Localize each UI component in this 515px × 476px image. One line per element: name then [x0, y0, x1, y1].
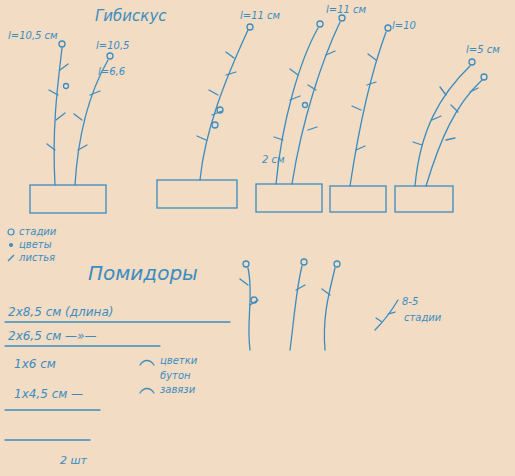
- pot: [30, 185, 106, 213]
- length-label: l=10,5 см: [8, 30, 58, 41]
- legend-symbol: [6, 253, 16, 263]
- pot: [256, 184, 322, 212]
- stem: [426, 80, 482, 186]
- length-label: l=10,5: [96, 40, 129, 51]
- count-note: 2 шт: [60, 455, 87, 467]
- stage-note: 8-5: [402, 296, 418, 307]
- plant-title: Гибискус: [95, 8, 167, 25]
- legend-row: стадии: [6, 226, 56, 237]
- length-label: l=11 см: [326, 4, 366, 15]
- stem: [292, 22, 340, 184]
- buds: [59, 15, 487, 128]
- length-label: l=6,6: [98, 66, 125, 77]
- length-label: l=5 см: [466, 44, 500, 55]
- size-note: 1х6 см: [14, 358, 56, 371]
- pot: [395, 186, 453, 212]
- stem: [75, 60, 108, 185]
- length-label: l=11 см: [240, 10, 280, 21]
- pot: [157, 180, 237, 208]
- leaves: [47, 51, 478, 150]
- length-label: l=10: [392, 20, 416, 31]
- legend-symbol: [6, 240, 16, 250]
- size-note: 2х6,5 см —»—: [8, 330, 97, 343]
- legend-row: листья: [6, 252, 55, 263]
- legend-text: цветы: [19, 239, 52, 250]
- sketch-note: бутон: [160, 370, 191, 381]
- legend-text: листья: [19, 252, 55, 263]
- legend-symbol: [6, 227, 16, 237]
- tomato-plants: [5, 259, 398, 440]
- stem: [200, 30, 248, 180]
- plant-title: Помидоры: [88, 262, 198, 284]
- pot: [330, 186, 386, 212]
- sketch-note: завязи: [160, 384, 195, 395]
- size-note: 1х4,5 см —: [14, 388, 83, 401]
- legend-text: стадии: [19, 226, 56, 237]
- stage-note: стадии: [404, 312, 441, 323]
- stem: [415, 66, 470, 186]
- sketch-note: цветки: [160, 355, 197, 366]
- size-note: 2х8,5 см (длина): [8, 306, 113, 319]
- length-label: 2 см: [262, 154, 285, 165]
- stem: [350, 32, 386, 186]
- legend-row: цветы: [6, 239, 52, 250]
